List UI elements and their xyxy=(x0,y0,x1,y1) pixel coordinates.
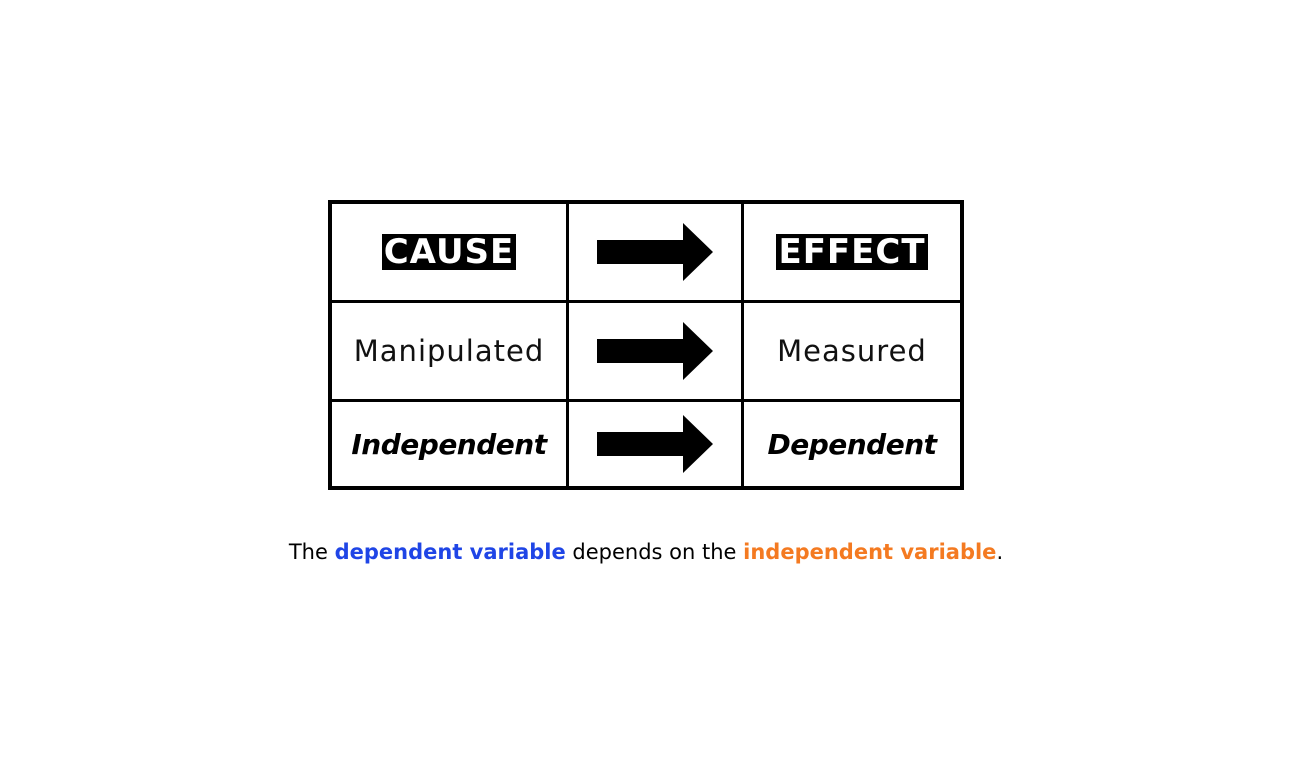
right-arrow-icon xyxy=(597,322,713,380)
manipulated-cell: Manipulated xyxy=(328,300,569,402)
arrow-cell xyxy=(566,200,744,303)
cause-cell: CAUSE xyxy=(328,200,569,303)
table-row: CAUSE EFFECT xyxy=(328,200,964,303)
caption-text: depends on the xyxy=(565,540,744,564)
independent-variable-term: independent variable xyxy=(743,540,997,564)
cause-effect-table: CAUSE EFFECT Manipulated Measured xyxy=(328,200,964,490)
measured-cell: Measured xyxy=(741,300,964,402)
measured-label: Measured xyxy=(777,334,927,368)
dependent-label: Dependent xyxy=(767,427,937,461)
arrow-cell xyxy=(566,399,744,490)
table-row: Independent Dependent xyxy=(328,399,964,490)
dependent-cell: Dependent xyxy=(741,399,964,490)
caption-sentence: The dependent variable depends on the in… xyxy=(0,540,1302,564)
caption-text: The xyxy=(288,540,335,564)
right-arrow-icon xyxy=(597,415,713,473)
effect-header: EFFECT xyxy=(776,232,928,272)
arrow-cell xyxy=(566,300,744,402)
right-arrow-icon xyxy=(597,223,713,281)
independent-label: Independent xyxy=(351,427,547,461)
effect-cell: EFFECT xyxy=(741,200,964,303)
independent-cell: Independent xyxy=(328,399,569,490)
caption-period: . xyxy=(996,540,1004,564)
table-row: Manipulated Measured xyxy=(328,300,964,402)
cause-header: CAUSE xyxy=(381,232,517,272)
manipulated-label: Manipulated xyxy=(353,334,545,368)
dependent-variable-term: dependent variable xyxy=(334,540,566,564)
